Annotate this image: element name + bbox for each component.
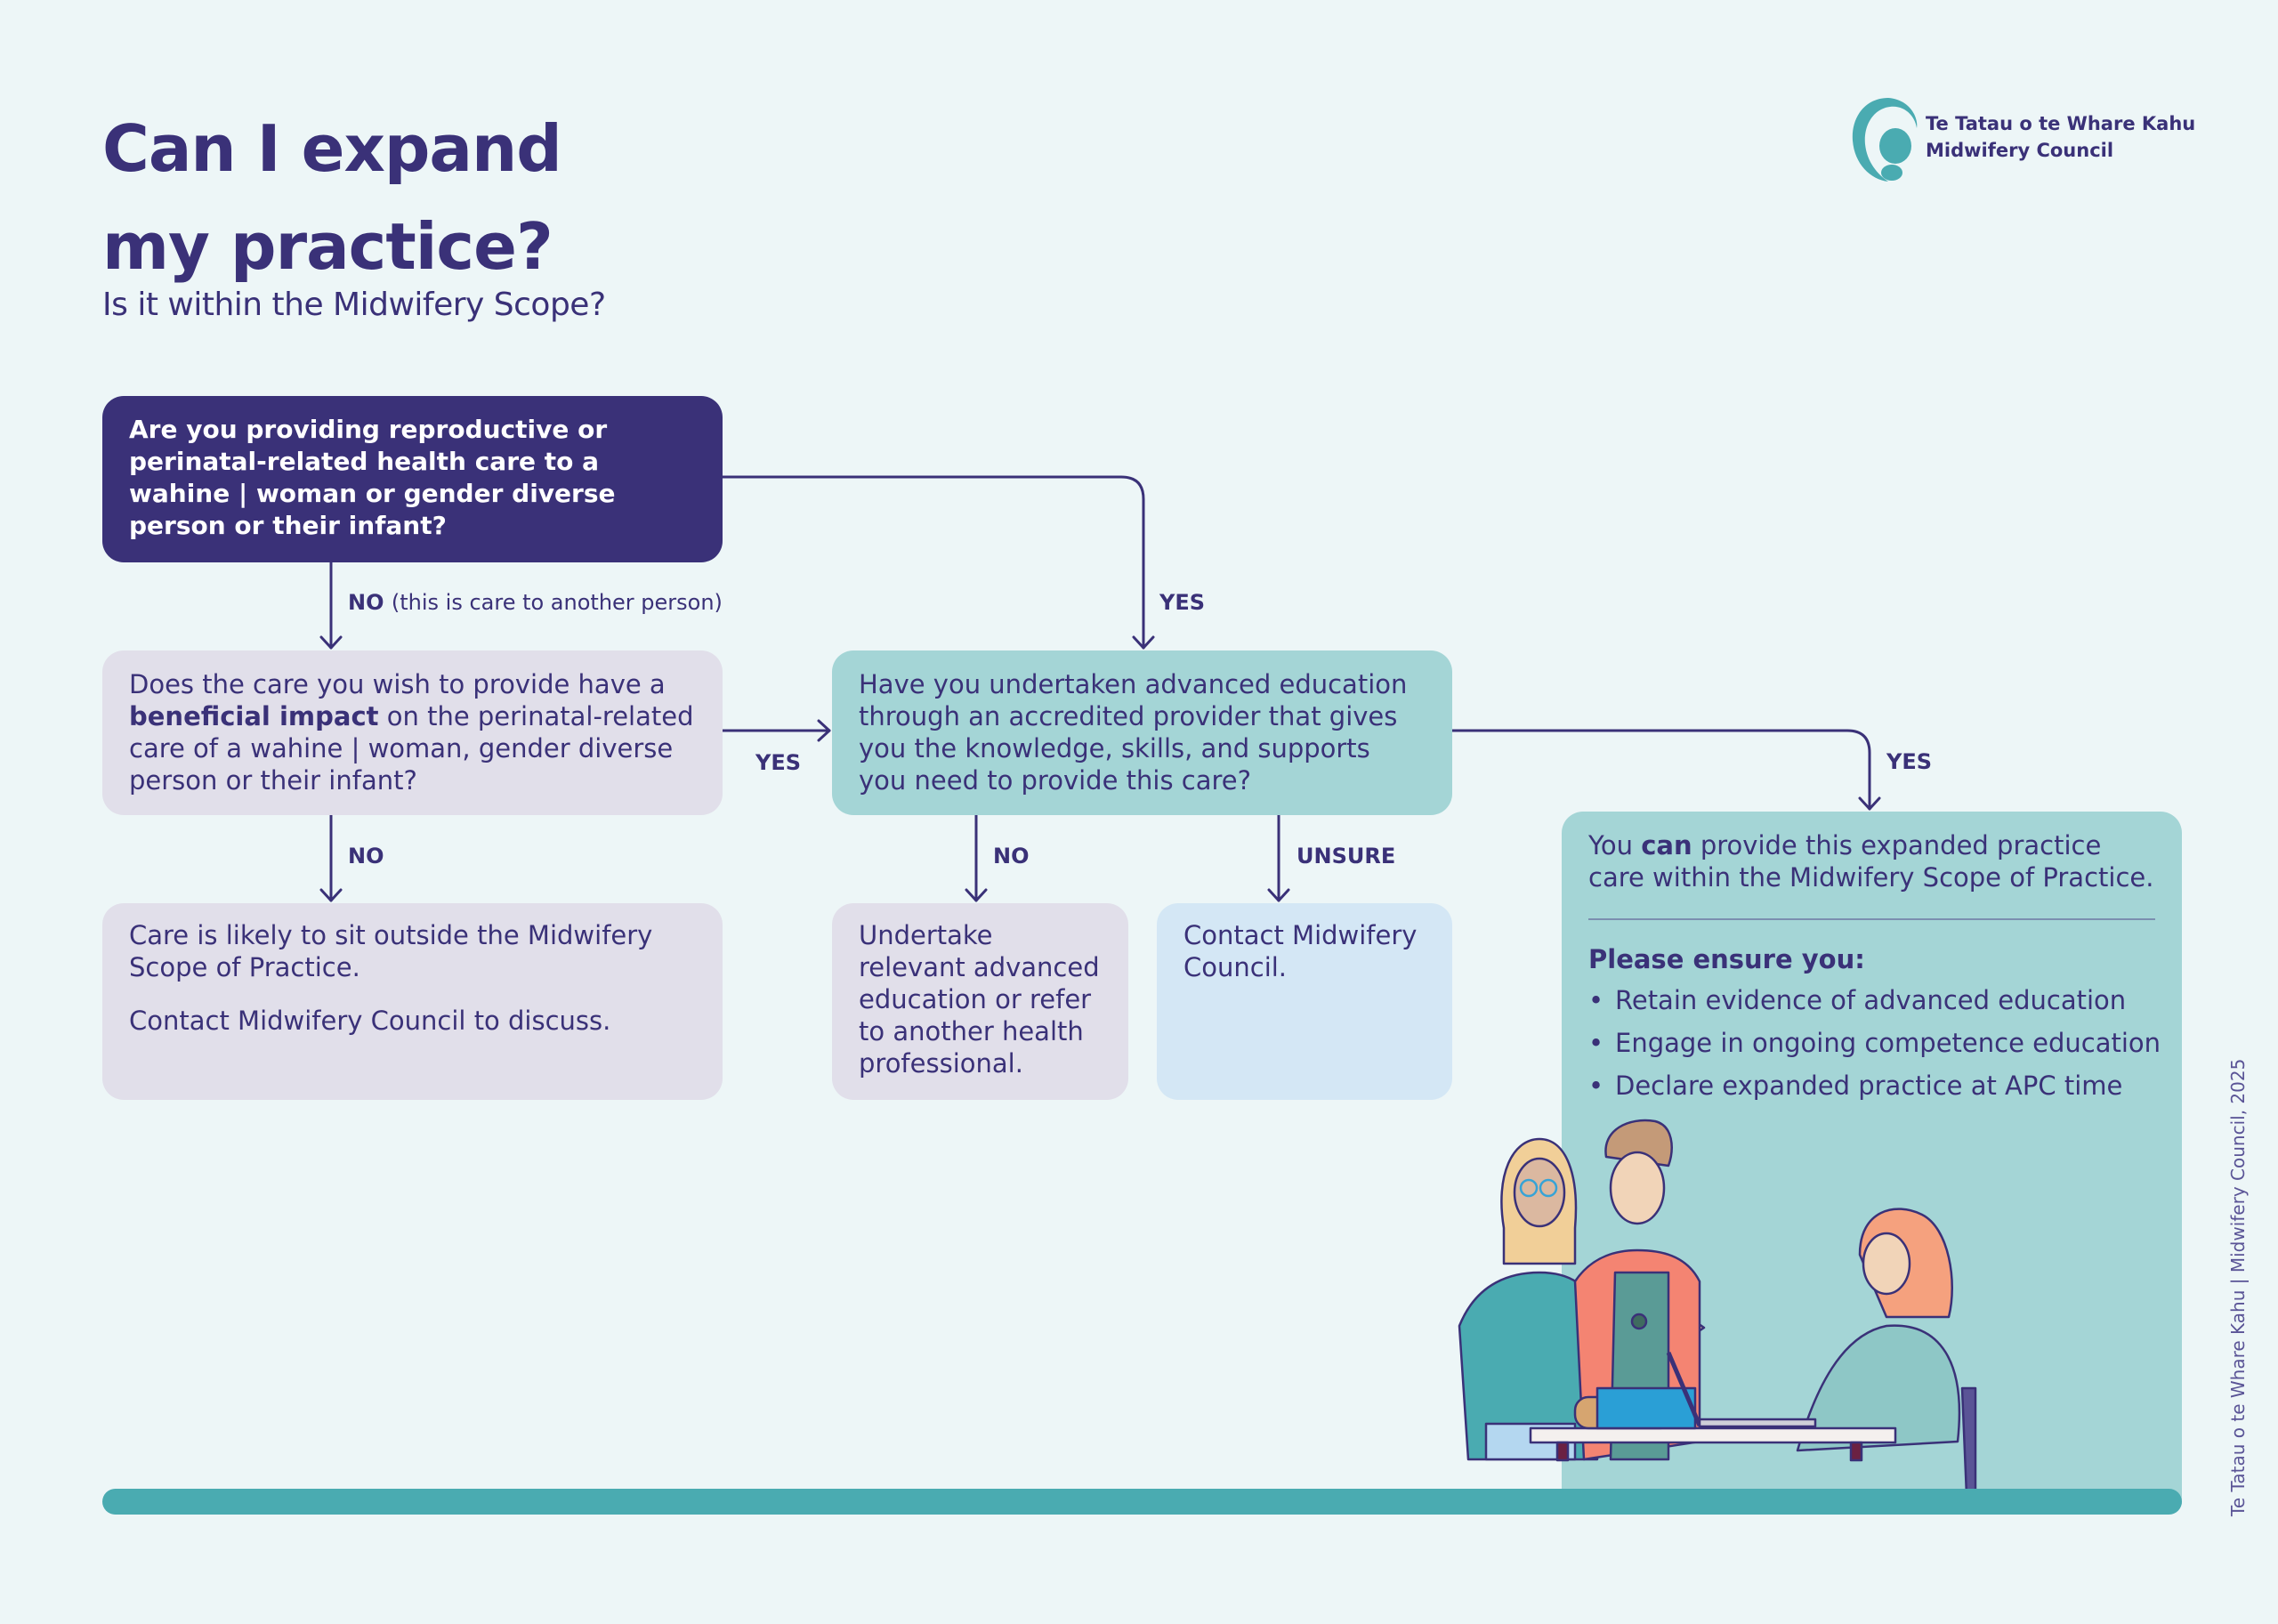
footer-bar xyxy=(102,1489,2182,1515)
page-title: Can I expand my practice? xyxy=(102,100,562,295)
koru-spiral-logo-icon xyxy=(1852,98,1918,182)
arrowhead-q3-unsure xyxy=(1267,888,1290,902)
footer-credit: Te Tatau o te Whare Kahu | Midwifery Cou… xyxy=(2227,1058,2249,1516)
q1-no-label-text: NO xyxy=(348,590,384,615)
question-beneficial-impact-text: Does the care you wish to provide have a… xyxy=(129,668,696,796)
result-text-before: You xyxy=(1588,830,1642,860)
three-midwives-at-desk-illustration xyxy=(1458,1119,1977,1495)
q2-text-bold: beneficial impact xyxy=(129,701,379,731)
question-beneficial-impact: Does the care you wish to provide have a… xyxy=(102,650,723,815)
outcome-undertake-education: Undertake relevant advanced education or… xyxy=(832,903,1128,1100)
outcome-undertake-education-text: Undertake relevant advanced education or… xyxy=(859,920,1100,1079)
person-left xyxy=(1458,1137,1706,1461)
q1-yes-label: YES xyxy=(1159,590,1206,615)
logo-line-2: Midwifery Council xyxy=(1926,140,2114,161)
ensure-list-item: Engage in ongoing competence education xyxy=(1588,1027,2161,1059)
question-advanced-education: Have you undertaken advanced education t… xyxy=(832,650,1452,815)
q3-yes-label: YES xyxy=(1886,749,1933,774)
question-advanced-education-text: Have you undertaken advanced education t… xyxy=(859,669,1408,796)
connector-q3-yes xyxy=(1450,729,1871,811)
arrowhead-q2-no xyxy=(319,888,343,902)
outcome-outside-scope-line-1: Care is likely to sit outside the Midwif… xyxy=(129,920,653,982)
outcome-can-provide-text: You can provide this expanded practice c… xyxy=(1588,829,2155,893)
q2-yes-label: YES xyxy=(755,750,802,775)
midwifery-council-logo: Te Tatau o te Whare Kahu Midwifery Counc… xyxy=(1849,94,2195,183)
result-text-bold: can xyxy=(1641,830,1692,860)
person-seated xyxy=(1796,1208,1977,1495)
q3-unsure-label: UNSURE xyxy=(1297,844,1396,869)
arrowhead-q1-no xyxy=(319,635,343,650)
question-reproductive-care: Are you providing reproductive or perina… xyxy=(102,396,723,562)
outcome-outside-scope-line-2: Contact Midwifery Council to discuss. xyxy=(129,1006,611,1036)
desk xyxy=(1529,1352,1897,1462)
page-title-line-2: my practice? xyxy=(102,209,553,284)
q2-text-before: Does the care you wish to provide have a xyxy=(129,669,666,699)
arrowhead-q1-yes xyxy=(1132,635,1155,650)
ensure-list-item: Retain evidence of advanced education xyxy=(1588,984,2155,1016)
outcome-contact-council-text: Contact Midwifery Council. xyxy=(1183,920,1418,982)
logo-text: Te Tatau o te Whare Kahu Midwifery Counc… xyxy=(1926,110,2195,164)
question-reproductive-care-text: Are you providing reproductive or perina… xyxy=(129,415,616,540)
page-subtitle: Is it within the Midwifery Scope? xyxy=(102,287,606,323)
result-text-after: provide this expanded practice care with… xyxy=(1588,830,2154,893)
ensure-heading: Please ensure you: xyxy=(1588,944,1865,974)
arrowhead-q3-no xyxy=(965,888,988,902)
outcome-outside-scope: Care is likely to sit outside the Midwif… xyxy=(102,903,723,1100)
page-title-line-1: Can I expand xyxy=(102,111,562,186)
q3-no-label: NO xyxy=(993,844,1030,869)
arrowhead-q3-yes xyxy=(1858,796,1881,811)
q2-no-label: NO xyxy=(348,844,384,869)
q1-no-note: (this is care to another person) xyxy=(391,590,723,615)
arrowhead-q2-yes xyxy=(817,719,831,742)
outcome-contact-council: Contact Midwifery Council. xyxy=(1157,903,1452,1100)
logo-line-1: Te Tatau o te Whare Kahu xyxy=(1926,113,2196,134)
result-divider xyxy=(1588,918,2155,920)
connector-q1-yes xyxy=(721,475,1145,650)
ensure-list-item: Declare expanded practice at APC time xyxy=(1588,1070,2155,1102)
q1-no-label: NO (this is care to another person) xyxy=(348,590,723,615)
q2-text-after: on the perinatal-related care of a wahin… xyxy=(129,701,694,796)
ensure-list: Retain evidence of advanced education En… xyxy=(1588,984,2161,1102)
